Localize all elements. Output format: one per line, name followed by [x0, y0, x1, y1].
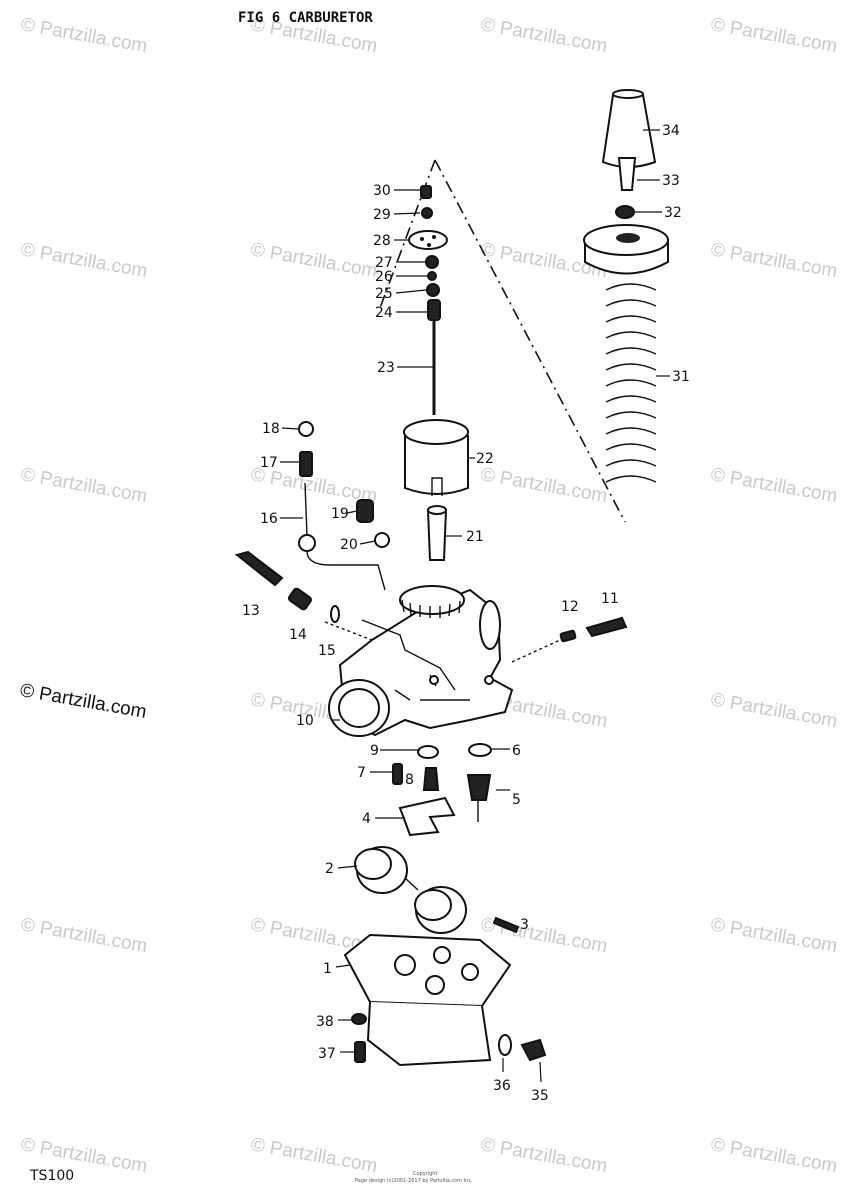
watermark: © Partzilla.com: [709, 239, 839, 282]
watermark: © Partzilla.com: [479, 14, 609, 57]
callout-23: 23: [377, 360, 395, 376]
watermark: © Partzilla.com: [19, 14, 149, 57]
callout-15: 15: [318, 643, 336, 659]
callout-26: 26: [375, 269, 393, 285]
callout-2: 2: [325, 861, 334, 877]
watermark: © Partzilla.com: [249, 239, 379, 282]
callout-25: 25: [375, 286, 393, 302]
callout-37: 37: [318, 1046, 336, 1062]
callout-24: 24: [375, 305, 393, 321]
watermark: © Partzilla.com: [249, 1134, 379, 1177]
watermark: © Partzilla.com: [709, 1134, 839, 1177]
callout-38: 38: [316, 1014, 334, 1030]
watermark: © Partzilla.com: [709, 14, 839, 57]
copyright-line: Page design (c)2001-2017 by Partzilla.co…: [355, 1178, 473, 1184]
callout-33: 33: [662, 173, 680, 189]
callout-9: 9: [370, 743, 379, 759]
jet-parts: [392, 743, 492, 837]
carburetor-body: [328, 585, 514, 737]
callout-1: 1: [323, 961, 332, 977]
callout-6: 6: [512, 743, 521, 759]
callout-35: 35: [531, 1088, 549, 1104]
callout-13: 13: [242, 603, 260, 619]
watermark: © Partzilla.com: [19, 464, 149, 507]
callout-10: 10: [296, 713, 314, 729]
callout-8: 8: [405, 772, 414, 788]
callout-28: 28: [373, 233, 391, 249]
callout-labels: 30 29 28 27 26 25 24 23 22 21 20 19 18 1…: [242, 123, 690, 1104]
callout-32: 32: [664, 205, 682, 221]
watermark: © Partzilla.com: [709, 464, 839, 507]
callout-31: 31: [672, 369, 690, 385]
float-assembly: [354, 846, 520, 934]
callout-20: 20: [340, 537, 358, 553]
watermark: © Partzilla.com: [709, 914, 839, 957]
copyright-label: Copyright: [413, 1171, 437, 1177]
callout-14: 14: [289, 627, 307, 643]
figure-title: FIG 6 CARBURETOR: [238, 10, 373, 26]
callout-21: 21: [466, 529, 484, 545]
callout-7: 7: [357, 765, 366, 781]
cap-and-spring: [583, 89, 669, 483]
float-bowl: [343, 933, 547, 1067]
callout-leaders: [280, 129, 670, 1083]
callout-30: 30: [373, 183, 391, 199]
callout-11: 11: [601, 591, 619, 607]
callout-5: 5: [512, 792, 521, 808]
callout-29: 29: [373, 207, 391, 223]
callout-19: 19: [331, 506, 349, 522]
watermark: © Partzilla.com: [479, 464, 609, 507]
watermark: © Partzilla.com: [479, 1134, 609, 1177]
callout-4: 4: [362, 811, 371, 827]
callout-17: 17: [260, 455, 278, 471]
callout-22: 22: [476, 451, 494, 467]
callout-27: 27: [375, 255, 393, 271]
model-code: TS100: [29, 1168, 74, 1184]
callout-3: 3: [520, 917, 529, 933]
callout-12: 12: [561, 599, 579, 615]
callout-34: 34: [662, 123, 680, 139]
assembly-guide-line: [379, 159, 626, 523]
callout-36: 36: [493, 1078, 511, 1094]
callout-18: 18: [262, 421, 280, 437]
needle-clip-stack: [408, 185, 448, 415]
throttle-valve: [403, 419, 469, 496]
callout-16: 16: [260, 511, 278, 527]
pilot-screw: [511, 616, 628, 663]
watermark: © Partzilla.com: [19, 239, 149, 282]
watermark: © Partzilla.com: [709, 689, 839, 732]
watermark: © Partzilla.com: [19, 914, 149, 957]
idle-adjust-parts: [234, 421, 386, 641]
top-fittings: [356, 499, 448, 561]
